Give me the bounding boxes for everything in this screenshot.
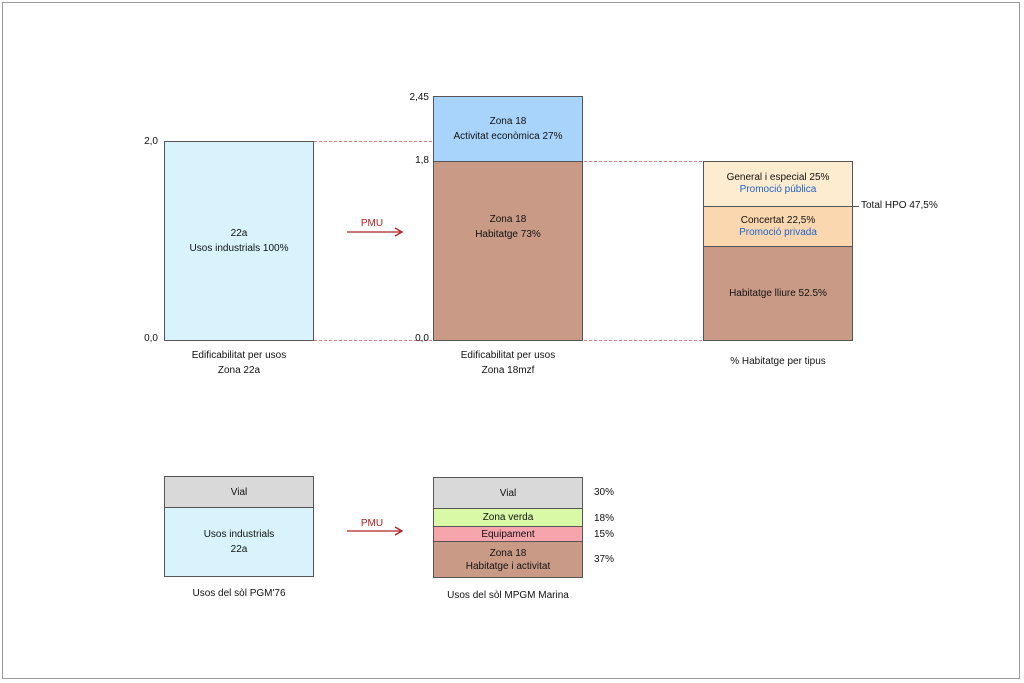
total-hpo-label: Total HPO 47,5% <box>861 200 938 211</box>
pmu-label-bottom: PMU <box>360 518 384 529</box>
zona-22a-block: 22a Usos industrials 100% <box>164 141 314 341</box>
equipament-percent: 15% <box>594 529 615 540</box>
concertat-title: Concertat 22,5% <box>740 214 816 226</box>
habitatge-lliure-segment: Habitatge lliure 52.5% <box>703 246 853 341</box>
pgm-caption: Usos del sòl PGM'76 <box>192 588 286 599</box>
vial-block-pgm: Vial <box>164 476 314 508</box>
general-especial-segment: General i especial 25% Promoció pública <box>703 161 853 207</box>
middle-tick-mid: 1,8 <box>415 155 429 166</box>
zona-18-line1: Zona 18 <box>489 547 527 559</box>
pmu-label-top: PMU <box>360 218 384 229</box>
vial-percent: 30% <box>594 487 615 498</box>
activitat-title: Zona 18 <box>489 116 527 127</box>
right-arrow-icon <box>347 526 404 536</box>
usos-industrials-line2: 22a <box>230 544 248 555</box>
left-caption: Edificabilitat per usos Zona 22a <box>139 348 339 378</box>
zona-18-percent: 37% <box>594 554 615 565</box>
middle-caption: Edificabilitat per usos Zona 18mzf <box>408 348 608 378</box>
zona-verda-percent: 18% <box>594 513 615 524</box>
left-tick-bottom: 0,0 <box>144 333 158 344</box>
middle-tick-bottom: 0,0 <box>415 333 429 344</box>
guide-line-1-8 <box>584 161 702 162</box>
promocio-privada-label: Promoció privada <box>739 226 817 238</box>
middle-caption-line2: Zona 18mzf <box>481 365 535 376</box>
right-arrow-icon <box>347 227 404 237</box>
zona-22a-subtitle: Usos industrials 100% <box>189 243 289 254</box>
usos-industrials-block: Usos industrials 22a <box>164 507 314 577</box>
habitatge-block: Zona 18 Habitatge 73% <box>433 161 583 341</box>
zona-22a-title: 22a <box>230 228 248 239</box>
activitat-economica-block: Zona 18 Activitat econòmica 27% <box>433 96 583 162</box>
left-caption-line2: Zona 22a <box>217 365 261 376</box>
zona-verda-label: Zona verda <box>482 512 534 523</box>
zona-18-block: Zona 18 Habitatge i activitat <box>433 541 583 578</box>
concertat-segment: Concertat 22,5% Promoció privada <box>703 206 853 247</box>
vial-block-mpgm: Vial <box>433 477 583 509</box>
promocio-publica-label: Promoció pública <box>739 184 817 195</box>
left-tick-top: 2,0 <box>144 136 158 147</box>
right-caption: % Habitatge per tipus <box>730 356 826 367</box>
habitatge-title: Zona 18 <box>489 214 527 225</box>
guide-line-0-left <box>314 340 432 341</box>
mpgm-caption: Usos del sòl MPGM Marina <box>447 590 569 601</box>
habitatge-lliure-title: Habitatge lliure 52.5% <box>729 288 827 299</box>
middle-caption-line1: Edificabilitat per usos <box>460 350 556 361</box>
guide-line-0-right <box>584 340 702 341</box>
usos-industrials-line1: Usos industrials <box>203 529 275 540</box>
total-hpo-leader <box>853 206 859 207</box>
habitatge-subtitle: Habitatge 73% <box>475 229 541 240</box>
activitat-subtitle: Activitat econòmica 27% <box>453 131 563 142</box>
zona-verda-block: Zona verda <box>433 508 583 527</box>
equipament-label: Equipament <box>481 528 535 540</box>
vial-label-mpgm: Vial <box>499 487 517 499</box>
equipament-block: Equipament <box>433 526 583 542</box>
vial-label-pgm: Vial <box>230 486 248 498</box>
guide-line-2-0 <box>314 141 432 142</box>
zona-18-line2: Habitatge i activitat <box>465 560 551 572</box>
middle-tick-top: 2,45 <box>409 92 429 103</box>
left-caption-line1: Edificabilitat per usos <box>191 350 287 361</box>
general-especial-title: General i especial 25% <box>726 172 830 183</box>
